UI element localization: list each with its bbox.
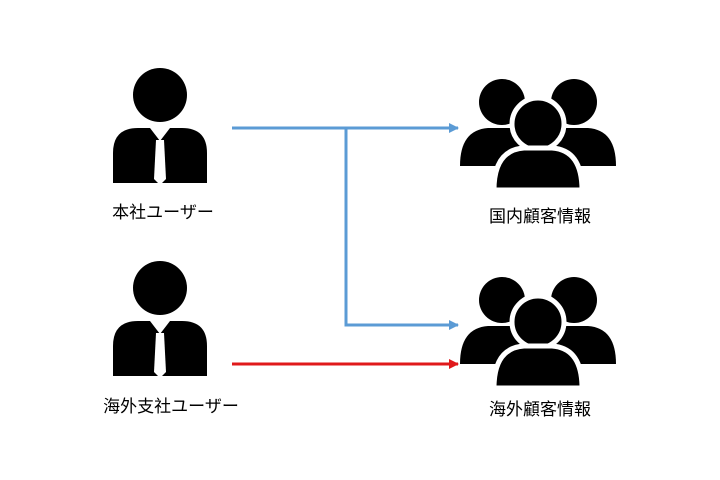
overseas-user-icon: [113, 261, 207, 378]
hq-to-overseas-arrow: [344, 128, 459, 330]
overseas-customers-icon: [460, 277, 616, 388]
overseas-customers-label: 海外顧客情報: [489, 400, 591, 420]
hq-user-icon: [113, 68, 207, 185]
domestic-customers-label: 国内顧客情報: [489, 207, 591, 227]
hq-user-label: 本社ユーザー: [112, 203, 214, 223]
domestic-customers-icon: [460, 79, 616, 190]
overseas-user-label: 海外支社ユーザー: [103, 397, 239, 417]
